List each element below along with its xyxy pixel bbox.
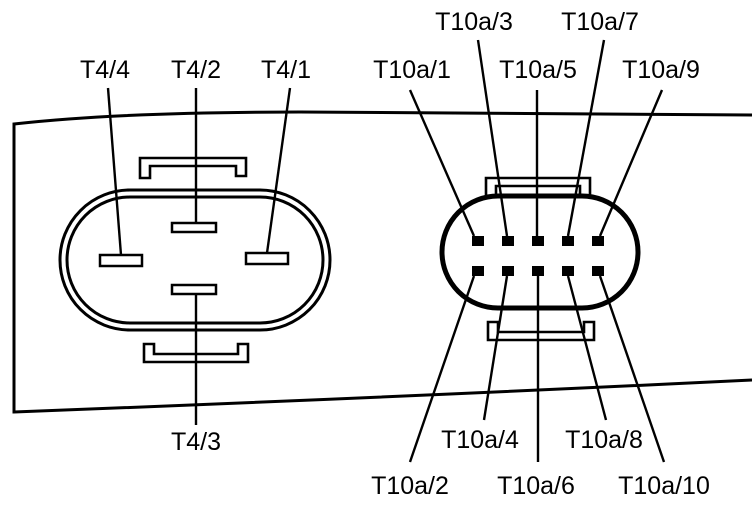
t4-connector: T4/4 T4/2 T4/1 T4/3 — [58, 56, 332, 456]
t4-leader-4 — [106, 87, 123, 256]
t10a-label-4: T10a/4 — [441, 426, 519, 454]
t10a-pin-5 — [532, 236, 544, 246]
t10a-pin-9 — [592, 236, 604, 246]
t10a-label-5: T10a/5 — [499, 56, 577, 84]
t10a-connector: T10a/3 T10a/7 T10a/1 T10a/5 T10a/9 T10a/… — [371, 8, 710, 500]
t10a-label-7: T10a/7 — [561, 8, 639, 36]
t4-pin-3 — [170, 283, 218, 296]
t4-leader-1 — [265, 87, 292, 254]
t10a-label-2: T10a/2 — [371, 472, 449, 500]
t4-pin-4 — [98, 253, 144, 268]
t10a-pin-3 — [502, 236, 514, 246]
t10a-label-10: T10a/10 — [618, 472, 710, 500]
t4-label-2: T4/2 — [171, 56, 221, 84]
t10a-pin-8 — [562, 266, 574, 276]
t10a-label-1: T10a/1 — [373, 56, 451, 84]
t4-top-latch — [138, 156, 248, 180]
t4-bottom-latch — [142, 342, 250, 364]
t10a-leader-4 — [482, 275, 509, 421]
t10a-pin-1 — [472, 236, 484, 246]
t10a-pin-7 — [562, 236, 574, 246]
t10a-leader-7 — [566, 39, 606, 237]
t10a-leader-3 — [476, 39, 509, 237]
t10a-pin-4 — [502, 266, 514, 276]
t10a-leader-2 — [408, 275, 476, 463]
t10a-bottom-latch — [486, 320, 596, 342]
t4-label-3: T4/3 — [171, 428, 221, 456]
t4-pin-1 — [244, 251, 290, 266]
t10a-pin-6 — [532, 266, 544, 276]
t4-label-4: T4/4 — [80, 56, 130, 84]
t4-pin-2 — [170, 221, 218, 234]
t10a-label-6: T10a/6 — [497, 472, 575, 500]
t10a-pin-10 — [592, 266, 604, 276]
t10a-leader-10 — [598, 275, 666, 463]
housing-outline — [12, 110, 752, 414]
t10a-pin-2 — [472, 266, 484, 276]
t10a-housing — [439, 193, 641, 311]
t10a-leader-9 — [598, 89, 664, 237]
t10a-label-8: T10a/8 — [565, 426, 643, 454]
t10a-label-3: T10a/3 — [435, 8, 513, 36]
t10a-leader-8 — [566, 275, 608, 421]
t4-label-1: T4/1 — [261, 56, 311, 84]
t10a-label-9: T10a/9 — [622, 56, 700, 84]
t10a-leader-1 — [408, 89, 476, 237]
